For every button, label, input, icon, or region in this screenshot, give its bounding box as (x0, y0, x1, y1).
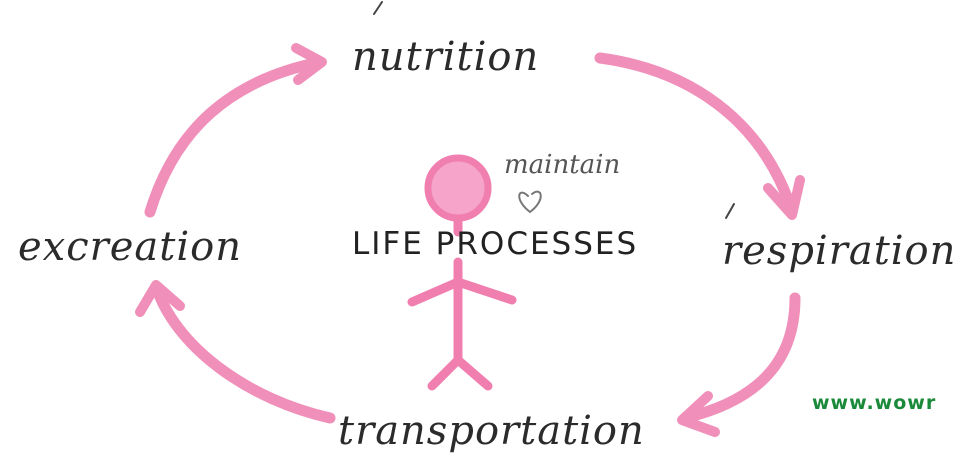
center-title: LIFE PROCESSES (352, 226, 638, 262)
arrow-excreation-to-nutrition (150, 62, 320, 212)
figure-head (428, 158, 488, 218)
watermark-text: www.wowr (812, 392, 936, 414)
arrow-nutrition-to-respiration (600, 58, 790, 205)
node-transportation: transportation (338, 408, 645, 454)
node-excreation: excreation (18, 224, 242, 270)
heart-icon (519, 192, 541, 212)
arrow-transportation-to-excreation (158, 292, 330, 418)
node-nutrition: nutrition (352, 34, 539, 80)
pen-stroke-mark (726, 204, 734, 218)
node-respiration: respiration (722, 228, 956, 274)
maintain-annotation: maintain (504, 150, 620, 180)
figure-body (412, 262, 512, 386)
pen-stroke-mark (374, 2, 382, 14)
